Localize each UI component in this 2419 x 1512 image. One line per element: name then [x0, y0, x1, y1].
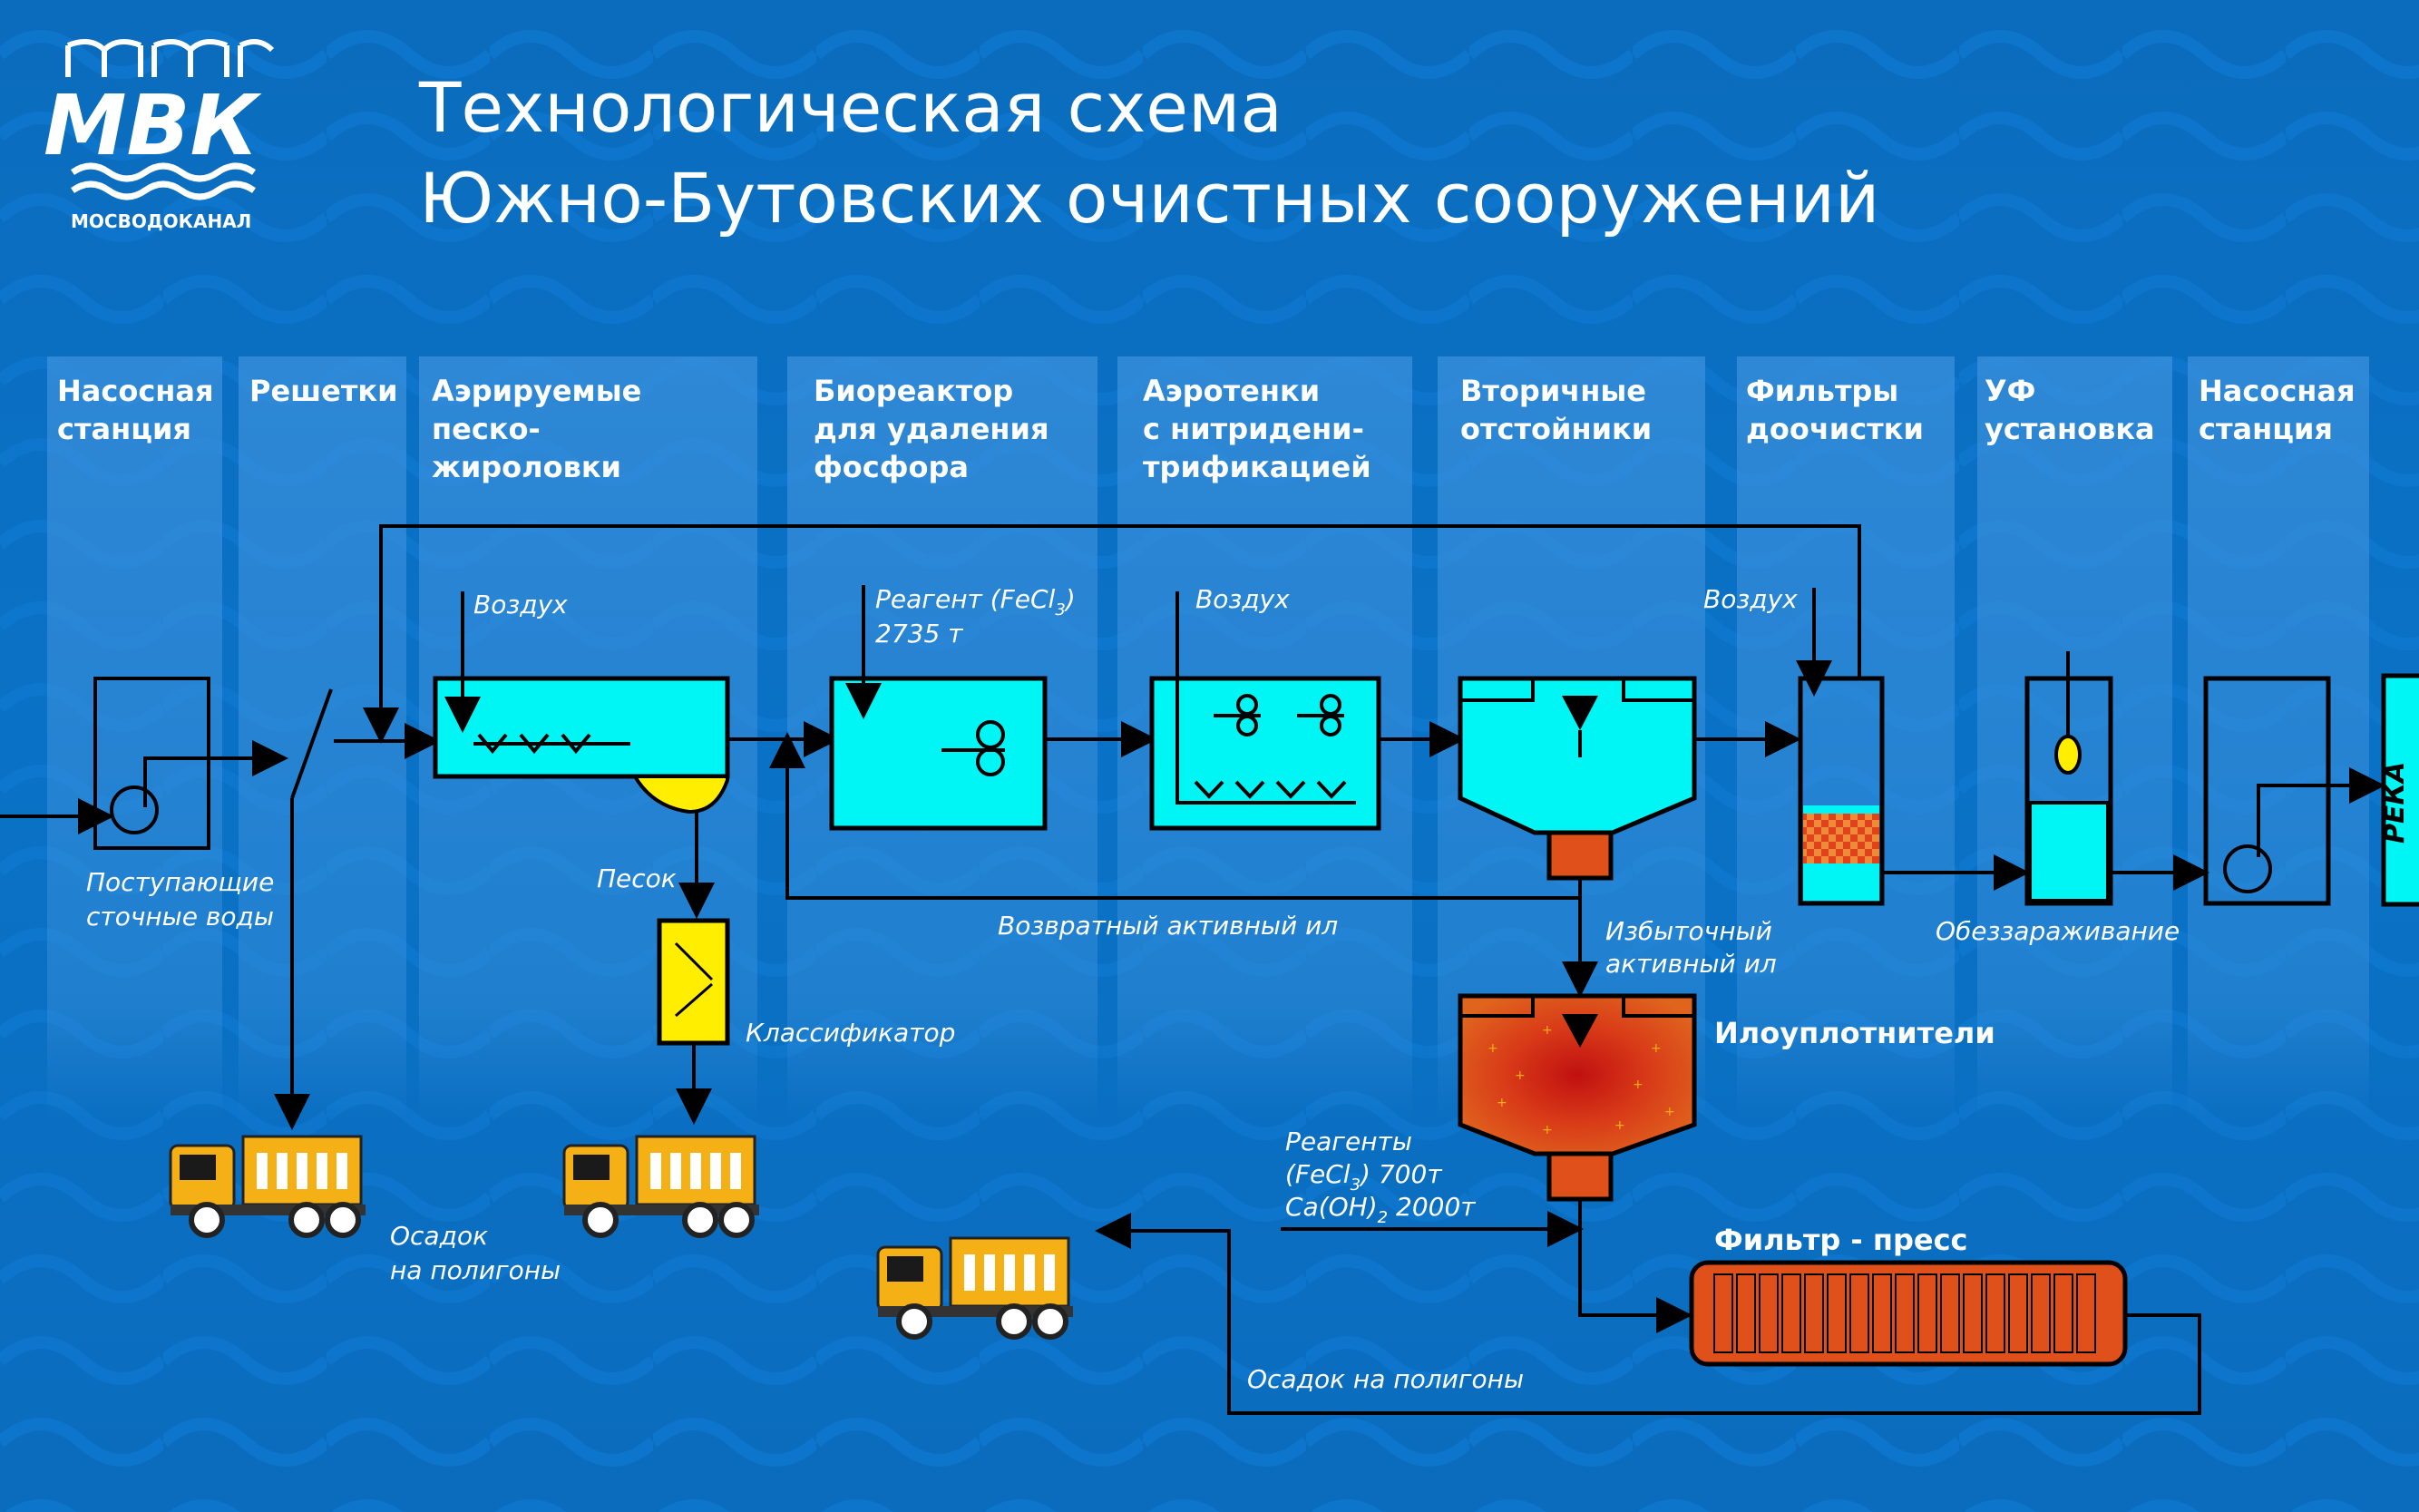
- logo-towers-icon: [65, 39, 275, 77]
- mvk-logo: МВК МОСВОДОКАНАЛ: [44, 39, 275, 232]
- column-header: Фильтры: [1746, 374, 1898, 408]
- logo-waves-icon: [70, 162, 257, 200]
- svg-text:+: +: [1633, 1078, 1644, 1092]
- classifier-label: Классификатор: [746, 1018, 955, 1048]
- column-header: фосфора: [814, 450, 969, 484]
- column-header: станция: [57, 412, 191, 446]
- reagents-fecl3: (FeCl3) 700т: [1285, 1159, 1442, 1195]
- column-header: жироловки: [432, 450, 621, 484]
- flow-labels: Поступающие сточные воды Воздух Реагент …: [86, 584, 2180, 1394]
- column-header: установка: [1985, 412, 2155, 446]
- incoming-label: Поступающие: [86, 867, 274, 897]
- aerator-icon: [477, 733, 591, 755]
- secondary-clarifier: [769, 676, 1801, 998]
- column-panel: [239, 356, 406, 1118]
- svg-text:+: +: [1664, 1105, 1675, 1119]
- mixer-icon: [941, 720, 1005, 776]
- column-header: Решетки: [249, 374, 398, 408]
- mixer-icon: [1214, 694, 1344, 736]
- logo-letters: МВК: [44, 77, 262, 174]
- pump-icon: [2223, 844, 2272, 893]
- aerator-icon: [1194, 780, 1347, 799]
- sediment-label: на полигоны: [390, 1255, 561, 1285]
- column-header: УФ: [1985, 374, 2035, 408]
- reagents-caoh: Ca(OH)2 2000т: [1285, 1192, 1476, 1227]
- river-label: РЕКА: [2379, 762, 2411, 844]
- page-title-line1: Технологическая схема: [418, 67, 1283, 148]
- column-header: трификацией: [1143, 450, 1371, 484]
- screen-icon: [290, 688, 333, 799]
- sediment-landfill-label: Осадок на полигоны: [1247, 1364, 1524, 1394]
- column-header: Насосная: [57, 374, 214, 408]
- thickeners-label: Илоуплотнители: [1714, 1016, 1995, 1050]
- excess-sludge-label: активный ил: [1605, 949, 1777, 979]
- page-title-line2: Южно-Бутовских очистных сооружений: [419, 158, 1879, 239]
- column-header: для удаления: [814, 412, 1049, 446]
- sand-label: Песок: [597, 863, 677, 893]
- river: РЕКА: [2379, 673, 2419, 907]
- column-header: доочистки: [1746, 412, 1924, 446]
- column-header: станция: [2199, 412, 2333, 446]
- column-header: отстойники: [1460, 412, 1652, 446]
- truck-icon: [878, 1238, 1073, 1337]
- disinfection-label: Обеззараживание: [1936, 916, 2180, 946]
- return-sludge-label: Возвратный активный ил: [998, 911, 1338, 941]
- svg-text:+: +: [1614, 1118, 1625, 1133]
- column-panel: [2188, 356, 2369, 1118]
- svg-text:+: +: [1487, 1041, 1498, 1056]
- column-header: Вторичные: [1460, 374, 1646, 408]
- sediment-label: Осадок: [390, 1221, 488, 1251]
- incoming-label: сточные воды: [86, 902, 274, 932]
- air-label: Воздух: [1703, 584, 1798, 614]
- air-label: Воздух: [1195, 584, 1290, 614]
- svg-text:+: +: [1651, 1041, 1662, 1056]
- column-header: Биореактор: [814, 374, 1013, 408]
- truck-icon: [564, 1136, 759, 1235]
- svg-text:+: +: [1542, 1023, 1553, 1038]
- svg-text:+: +: [1542, 1123, 1553, 1137]
- air-label: Воздух: [473, 590, 568, 619]
- logo-caption: МОСВОДОКАНАЛ: [71, 210, 251, 232]
- column-header: песко-: [432, 412, 541, 446]
- sand-grease-trap: [433, 591, 840, 919]
- reagent-qty-label: 2735 т: [875, 619, 963, 649]
- bioreactor: [829, 585, 1157, 831]
- svg-text:+: +: [1515, 1068, 1526, 1083]
- reagent-label: Реагент (FeCl3): [875, 584, 1076, 619]
- filter-press-label: Фильтр - пресс: [1714, 1223, 1968, 1257]
- column-header: Насосная: [2199, 374, 2356, 408]
- outlet-pump-station: [2203, 676, 2385, 906]
- uv-lamp-icon: [2054, 735, 2082, 775]
- svg-text:+: +: [1497, 1096, 1507, 1110]
- reagents-title: Реагенты: [1285, 1127, 1412, 1156]
- classifier: [657, 918, 730, 1125]
- sludge-thickener: + + + + + + + + +: [1281, 993, 1697, 1333]
- column-headers: Насосная станция Решетки Аэрируемые песк…: [57, 374, 2356, 484]
- column-header: Аэротенки: [1143, 374, 1320, 408]
- column-header: с нитридени-: [1143, 412, 1364, 446]
- truck-icon: [171, 1136, 366, 1235]
- filter-press: [1095, 1213, 2201, 1415]
- tertiary-filter: [1796, 588, 2030, 906]
- column-header: Аэрируемые: [432, 374, 641, 408]
- aeration-tanks: [1149, 591, 1466, 831]
- uv-installation: [2024, 651, 2209, 906]
- inlet-pump-station: [0, 677, 288, 850]
- column-panel: [47, 356, 222, 1118]
- excess-sludge-label: Избыточный: [1605, 916, 1772, 946]
